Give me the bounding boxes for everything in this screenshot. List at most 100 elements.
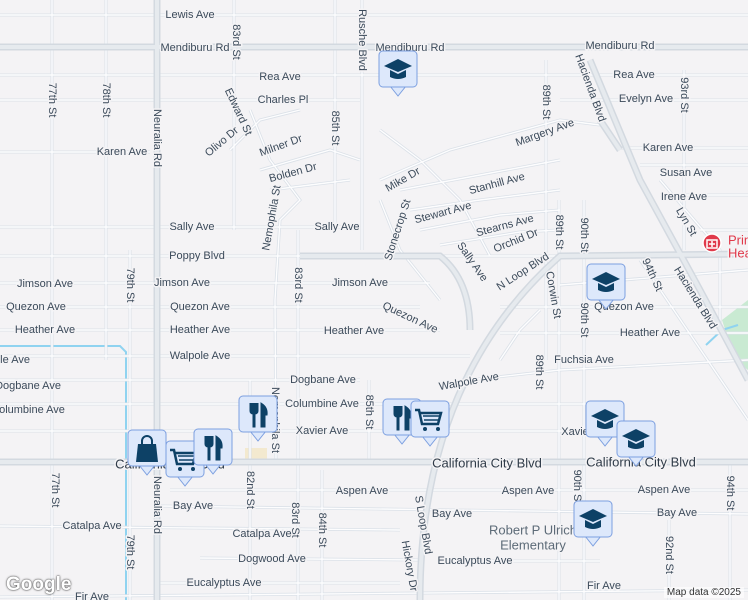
street-label: Mendiburu Rd <box>160 42 229 54</box>
street-label: 83rd St <box>292 267 304 302</box>
street-label: 83rd St <box>289 502 301 537</box>
street-label: 77th St <box>49 473 61 508</box>
street-label: Lewis Ave <box>165 9 214 21</box>
street-label: 90th St <box>571 470 583 505</box>
street-label: 79th St <box>124 268 136 303</box>
street-label: Fir Ave <box>75 591 109 600</box>
shopping-bag-icon <box>136 435 158 462</box>
street-label: Catalpa Ave <box>62 520 121 532</box>
restaurant-marker[interactable] <box>193 428 233 475</box>
street-label: Neuralia Rd <box>151 109 163 167</box>
street-label: Rusche Blvd <box>356 9 368 71</box>
street-label: 85th St <box>329 111 341 146</box>
street-label: Karen Ave <box>97 146 148 158</box>
school-icon <box>592 272 620 292</box>
school-marker[interactable] <box>616 420 656 467</box>
shopping-cart-icon <box>170 448 198 471</box>
street-label: Fir Ave <box>587 580 621 592</box>
park-area <box>722 300 748 370</box>
shopping-cart-marker[interactable] <box>410 400 450 447</box>
street-label: 90th St <box>578 218 590 253</box>
map-markers <box>127 50 722 547</box>
school-marker[interactable] <box>586 263 626 310</box>
street-label: Sally Ave <box>314 221 359 233</box>
street-label: 89th St <box>540 85 552 120</box>
street-label: Neuralia Rd <box>151 476 163 534</box>
shopping-bag-marker[interactable] <box>127 429 167 476</box>
street-label: California City Blvd <box>432 455 542 470</box>
street-label: Susan Ave <box>660 167 712 179</box>
hospital-icon[interactable] <box>702 233 722 253</box>
street-label: Rea Ave <box>613 69 654 81</box>
map-attribution[interactable]: Map data ©2025 <box>663 587 744 598</box>
street-label: Rea Ave <box>259 71 300 83</box>
street-label: Bay Ave <box>432 508 472 520</box>
street-label: Quezon Ave <box>170 301 230 313</box>
street-label: olumbine Ave <box>0 404 65 416</box>
street-label: Sally Ave <box>169 221 214 233</box>
school-icon <box>591 409 619 429</box>
street-label: Jimson Ave <box>154 277 210 289</box>
street-label: 77th St <box>46 83 58 118</box>
street-label: Olivo Dr <box>203 124 241 159</box>
street-label: Quezon Ave <box>6 301 66 313</box>
major-road <box>300 252 474 331</box>
street-label: Xavier Ave <box>296 425 348 437</box>
street-label: 94th St <box>639 257 665 294</box>
school-marker[interactable] <box>378 50 418 97</box>
school-marker[interactable] <box>573 500 613 547</box>
street-label: Catalpa Ave <box>232 528 291 540</box>
street-label: Hickory Dr <box>399 540 420 593</box>
street-label: Walpole Ave <box>170 350 231 362</box>
street-label: Heather Ave <box>620 327 680 339</box>
street-label: Heather Ave <box>15 324 75 336</box>
poi-label[interactable]: Robert P Ulrich <box>488 521 579 539</box>
street-label: 94th St <box>724 476 736 511</box>
street-label: 82nd St <box>244 471 256 509</box>
street-label: Xavie <box>561 426 589 438</box>
school-icon <box>384 59 412 79</box>
restaurant-icon <box>204 435 223 461</box>
street-label: Jimson Ave <box>332 277 388 289</box>
street-label: Mendiburu Rd <box>585 40 654 52</box>
street-label: 90th St <box>578 303 590 338</box>
street-label: Karen Ave <box>643 142 694 154</box>
street-label: Fuchsia Ave <box>554 354 614 366</box>
street-label: 79th St <box>124 535 136 570</box>
restaurant-marker[interactable] <box>238 395 278 442</box>
restaurant-icon <box>249 402 268 428</box>
street-label: Heather Ave <box>170 324 230 336</box>
street-label: Heather Ave <box>324 325 384 337</box>
street-label: 89th St <box>533 355 545 390</box>
street-label: Evelyn Ave <box>619 93 673 105</box>
street-label: ole Ave <box>0 354 30 366</box>
street-label: Milner Dr <box>258 133 304 160</box>
street-label: 78th St <box>100 83 112 118</box>
poi-label[interactable]: Elementary <box>499 536 568 554</box>
street-label: Aspen Ave <box>638 484 690 496</box>
street-label: Dogwood Ave <box>238 553 306 565</box>
street-label: Aspen Ave <box>336 485 388 497</box>
google-logo: Google <box>6 574 72 595</box>
street-label: Columbine Ave <box>285 398 359 410</box>
street-label: Bay Ave <box>657 507 697 519</box>
poi-label[interactable]: Heal <box>727 244 748 262</box>
school-marker[interactable] <box>585 400 625 447</box>
street-label: Irene Ave <box>661 191 707 203</box>
canal <box>0 345 127 600</box>
school-icon <box>579 509 607 529</box>
poi-label[interactable]: Prime <box>727 231 748 249</box>
street-label: Aspen Ave <box>502 485 554 497</box>
street-label: Eucalyptus Ave <box>186 577 261 589</box>
street-label: Eucalyptus Ave <box>437 555 512 567</box>
street-label: California City Blvd <box>586 454 696 469</box>
shopping-cart-icon <box>415 408 443 431</box>
street-label: 83rd St <box>230 24 242 59</box>
street-label: Charles Pl <box>258 94 309 106</box>
street-label: 85th St <box>363 395 375 430</box>
street-label: 89th St <box>553 215 565 250</box>
street-label: Stonecrop St <box>382 198 413 262</box>
